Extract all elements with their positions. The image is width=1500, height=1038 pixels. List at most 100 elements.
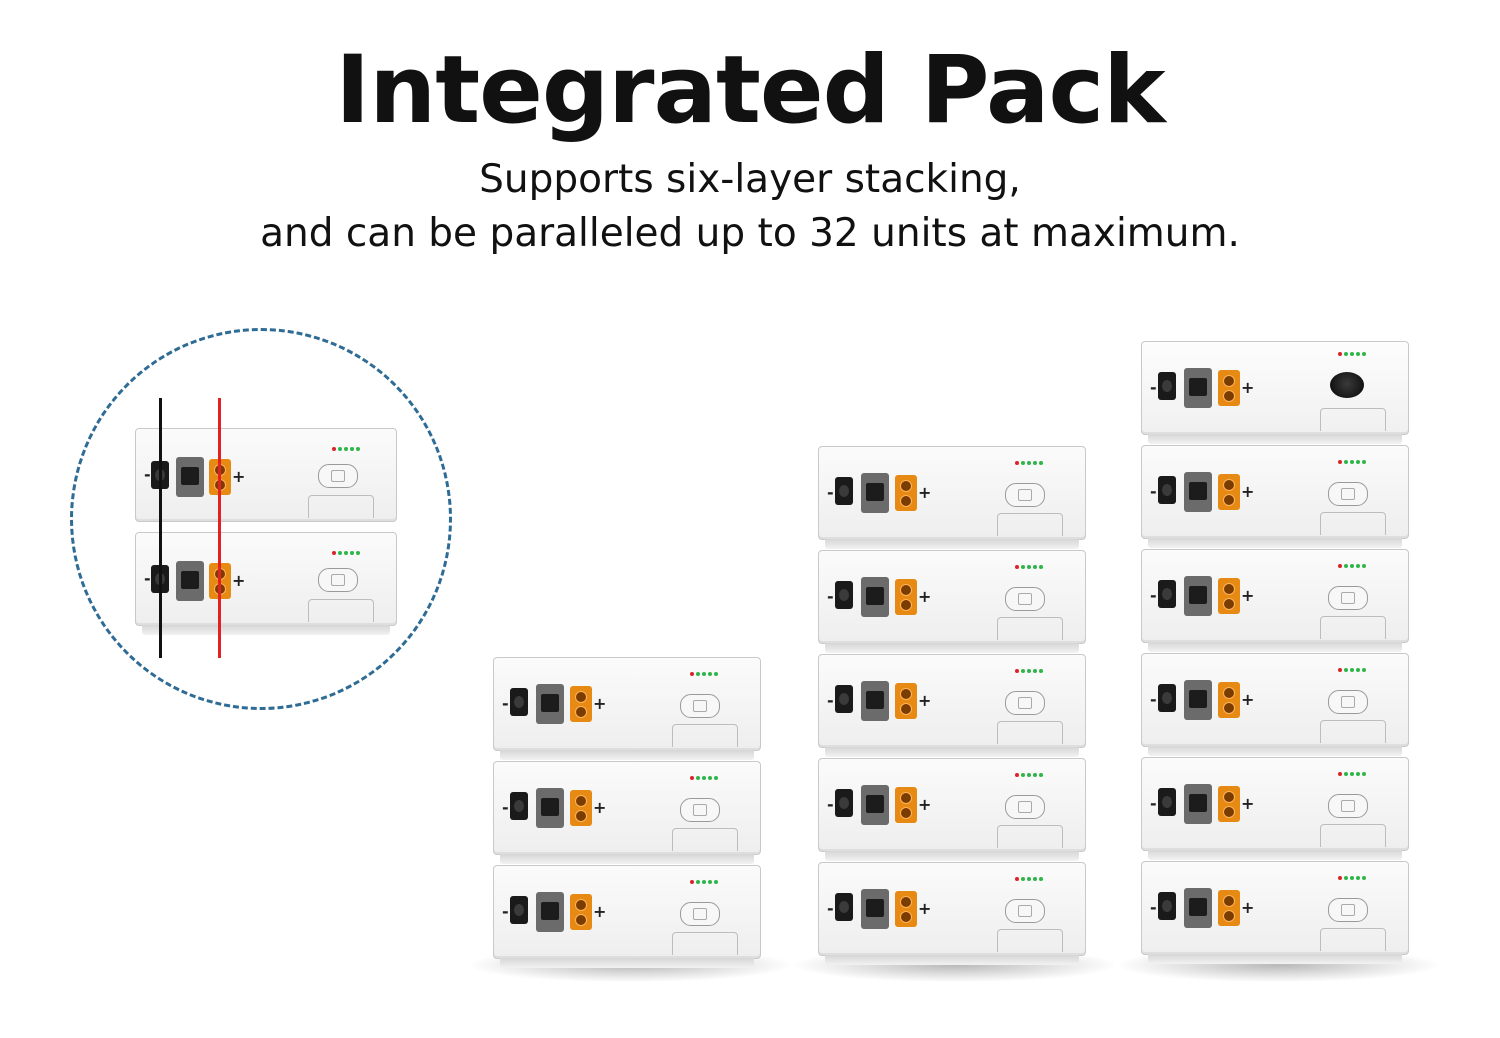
negative-terminal-icon — [510, 688, 528, 716]
battery-module: - + — [135, 532, 397, 635]
handle-icon — [997, 513, 1063, 536]
breaker-icon — [318, 464, 358, 488]
negative-symbol: - — [502, 902, 509, 921]
breaker-icon — [1005, 587, 1045, 611]
comm-port-icon — [861, 577, 889, 617]
battery-module: -+ — [818, 446, 1086, 549]
positive-terminal-icon — [570, 686, 592, 722]
battery-module: -+ — [1141, 445, 1409, 548]
negative-terminal-icon — [1158, 476, 1176, 504]
status-leds-icon — [1338, 772, 1368, 776]
positive-symbol: + — [1241, 378, 1255, 397]
negative-terminal-icon — [1158, 372, 1176, 400]
breaker-icon — [1328, 794, 1368, 818]
comm-port-icon — [1184, 680, 1212, 720]
battery-module: -+ — [818, 758, 1086, 861]
comm-port-icon — [1184, 576, 1212, 616]
negative-parallel-wire — [159, 398, 162, 658]
parallel-detail-circle — [70, 328, 452, 710]
module-foot — [1148, 746, 1402, 756]
negative-symbol: - — [1150, 794, 1157, 813]
positive-symbol: + — [1241, 898, 1255, 917]
breaker-icon — [680, 798, 720, 822]
status-leds-icon — [332, 447, 362, 451]
positive-parallel-wire — [218, 398, 221, 658]
positive-terminal-icon — [895, 475, 917, 511]
comm-port-icon — [1184, 888, 1212, 928]
status-leds-icon — [1338, 876, 1368, 880]
status-leds-icon — [1338, 668, 1368, 672]
battery-module: -+ — [818, 550, 1086, 653]
positive-terminal-icon — [895, 579, 917, 615]
positive-symbol: + — [232, 467, 246, 486]
negative-symbol: - — [827, 795, 834, 814]
status-leds-icon — [1015, 565, 1045, 569]
battery-module: - + — [135, 428, 397, 522]
negative-terminal-icon — [510, 896, 528, 924]
comm-port-icon — [536, 892, 564, 932]
handle-icon — [308, 599, 374, 622]
comm-port-icon — [536, 684, 564, 724]
negative-symbol: - — [827, 587, 834, 606]
status-leds-icon — [1015, 669, 1045, 673]
handle-icon — [1320, 408, 1386, 431]
positive-symbol: + — [918, 483, 932, 502]
status-leds-icon — [690, 672, 720, 676]
subtitle-line-2: and can be paralleled up to 32 units at … — [260, 211, 1240, 256]
positive-terminal-icon — [570, 790, 592, 826]
status-leds-icon — [1338, 460, 1368, 464]
negative-symbol: - — [1150, 690, 1157, 709]
positive-symbol: + — [593, 798, 607, 817]
comm-port-icon — [861, 889, 889, 929]
positive-symbol: + — [1241, 482, 1255, 501]
comm-port-icon — [1184, 472, 1212, 512]
battery-module: -+ — [1141, 861, 1409, 964]
positive-symbol: + — [1241, 586, 1255, 605]
negative-symbol: - — [1150, 482, 1157, 501]
battery-module: -+ — [493, 657, 761, 760]
handle-icon — [997, 825, 1063, 848]
six-layer-stack: -+-+-+-+-+-+ — [1141, 341, 1409, 964]
positive-terminal-icon — [1218, 474, 1240, 510]
positive-symbol: + — [593, 694, 607, 713]
breaker-icon — [1005, 483, 1045, 507]
page-title: Integrated Pack — [335, 36, 1165, 145]
comm-port-icon — [1184, 368, 1212, 408]
power-knob-icon — [1330, 372, 1364, 398]
status-leds-icon — [1015, 461, 1045, 465]
breaker-icon — [1328, 690, 1368, 714]
negative-terminal-icon — [1158, 684, 1176, 712]
handle-icon — [1320, 616, 1386, 639]
module-foot — [825, 747, 1079, 757]
handle-icon — [997, 929, 1063, 952]
module-foot — [500, 750, 754, 760]
status-leds-icon — [1338, 564, 1368, 568]
negative-terminal-icon — [835, 477, 853, 505]
breaker-icon — [1328, 586, 1368, 610]
positive-terminal-icon — [895, 891, 917, 927]
module-foot — [825, 643, 1079, 653]
handle-icon — [1320, 512, 1386, 535]
battery-module: -+ — [1141, 757, 1409, 860]
handle-icon — [997, 721, 1063, 744]
status-leds-icon — [332, 551, 362, 555]
handle-icon — [997, 617, 1063, 640]
status-leds-icon — [690, 776, 720, 780]
handle-icon — [672, 828, 738, 851]
module-foot — [500, 958, 754, 968]
battery-module: -+ — [1141, 653, 1409, 756]
module-foot — [142, 625, 390, 635]
handle-icon — [1320, 824, 1386, 847]
negative-symbol: - — [1150, 898, 1157, 917]
breaker-icon — [1005, 691, 1045, 715]
positive-terminal-icon — [1218, 370, 1240, 406]
battery-module: -+ — [1141, 549, 1409, 652]
comm-port-icon — [176, 457, 204, 497]
handle-icon — [308, 495, 374, 518]
handle-icon — [1320, 928, 1386, 951]
module-foot — [1148, 538, 1402, 548]
status-leds-icon — [1015, 773, 1045, 777]
handle-icon — [672, 932, 738, 955]
module-foot — [1148, 954, 1402, 964]
positive-terminal-icon — [1218, 578, 1240, 614]
